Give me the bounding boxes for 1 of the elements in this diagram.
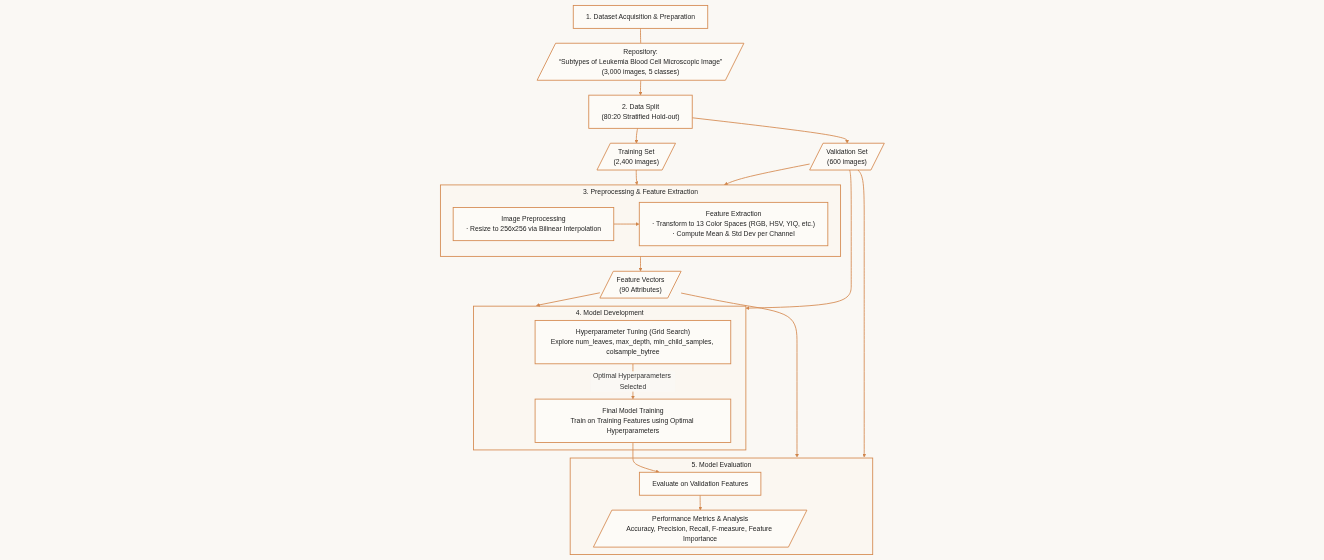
connector [639, 27, 641, 44]
